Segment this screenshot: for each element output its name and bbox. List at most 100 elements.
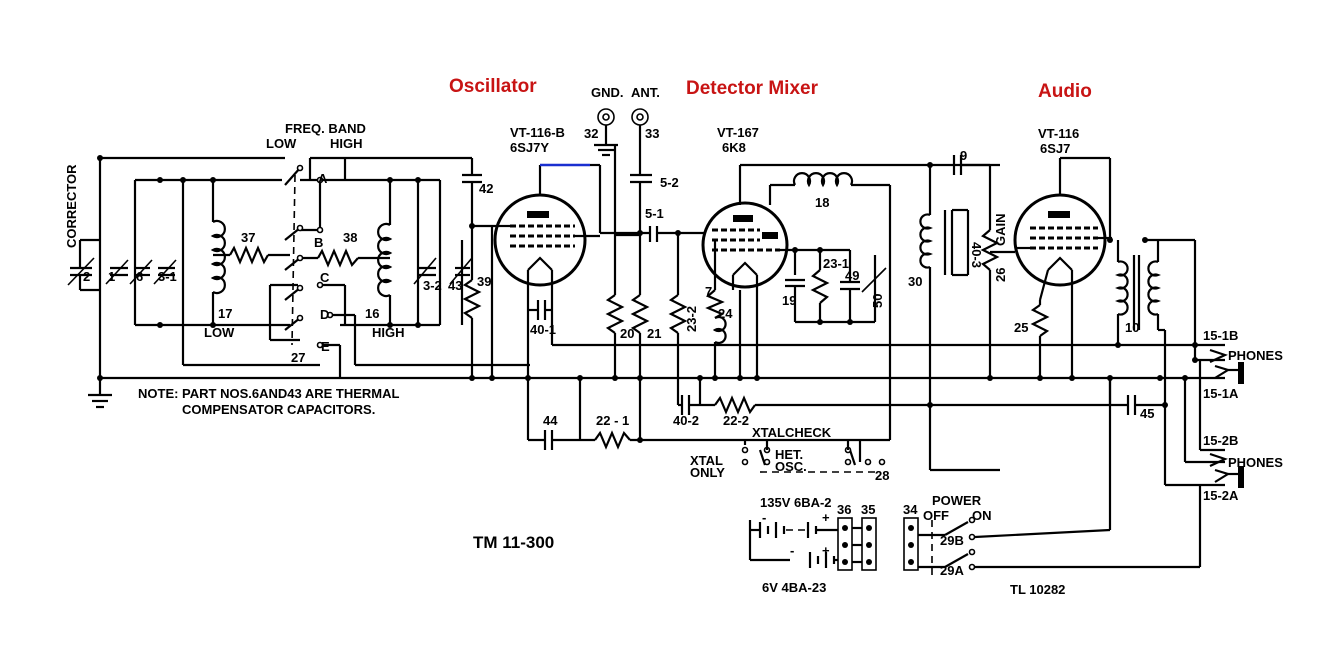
- part-number-labels: 2 1 6 3-1 37 38 3-2 43 17 16 27 42 39 40…: [83, 148, 1154, 483]
- audio-coupling: [919, 155, 1015, 472]
- battery-plus-1: +: [822, 510, 830, 525]
- switch-pos-b: B: [314, 235, 323, 250]
- gnd-number: 32: [584, 126, 598, 141]
- part-l16: 16: [365, 306, 379, 321]
- xtal-only-label-1: XTAL: [690, 453, 723, 468]
- het-osc-label-2: OSC.: [775, 459, 807, 474]
- audio-tube-type: VT-116: [1038, 126, 1079, 141]
- part-r23-2: 23-2: [684, 306, 699, 332]
- terminal-35-label: 35: [861, 502, 875, 517]
- part-c5-1: 5-1: [645, 206, 664, 221]
- xtal-check-label: XTALCHECK: [752, 425, 832, 440]
- ground-bus: [88, 158, 1195, 409]
- oscillator-feedback: [528, 378, 890, 450]
- part-l18: 18: [815, 195, 829, 210]
- part-l38: 38: [343, 230, 357, 245]
- power-switch[interactable]: [903, 485, 1202, 575]
- battery-minus-1: -: [762, 510, 766, 525]
- terminal-labels: GND. ANT. 32 33: [584, 85, 660, 141]
- part-c3-1: 3-1: [158, 269, 177, 284]
- part-r26: 26: [993, 268, 1008, 282]
- note-text: NOTE: PART NOS.6AND43 ARE THERMAL COMPEN…: [138, 386, 400, 417]
- switch-pos-a: A: [318, 171, 328, 186]
- battery-minus-2: -: [790, 543, 794, 558]
- mixer-tube-type: VT-167: [717, 125, 759, 140]
- freq-band-label: FREQ. BAND: [285, 121, 366, 136]
- part-l37: 37: [241, 230, 255, 245]
- switch-pos-d: D: [320, 307, 329, 322]
- ant-label: ANT.: [631, 85, 660, 100]
- part-c43: 43: [448, 278, 462, 293]
- battery-labels: 135V 6BA-2 6V 4BA-23 + - + - 36 35: [760, 495, 875, 595]
- power-on-label: ON: [972, 508, 992, 523]
- power-labels: POWER OFF ON 34 29B 29A: [903, 493, 992, 578]
- part-t10: 10: [1125, 320, 1139, 335]
- part-c50: 50: [870, 294, 885, 308]
- part-c9: 9: [960, 148, 967, 163]
- part-r25: 25: [1014, 320, 1028, 335]
- switch-pos-c: C: [320, 270, 330, 285]
- jack-15-2b: 15-2B: [1203, 433, 1238, 448]
- jack-15-1b: 15-1B: [1203, 328, 1238, 343]
- phones-label-1: PHONES: [1228, 348, 1283, 363]
- tube-labels: VT-116-B 6SJ7Y VT-167 6K8 VT-116 6SJ7: [510, 125, 1079, 156]
- switch-labels: FREQ. BAND LOW HIGH A B C D E LOW HIGH: [204, 121, 405, 354]
- part-c19: 19: [782, 293, 796, 308]
- part-c3-2: 3-2: [423, 278, 442, 293]
- part-c45: 45: [1140, 406, 1154, 421]
- jack-15-2a: 15-2A: [1203, 488, 1239, 503]
- audio-tube: [1013, 156, 1112, 378]
- part-c6: 6: [136, 269, 143, 284]
- part-r7: 7: [705, 284, 712, 299]
- part-s28: 28: [875, 468, 889, 483]
- audio-title: Audio: [1038, 81, 1092, 102]
- part-s27: 27: [291, 350, 305, 365]
- part-r22-1: 22 - 1: [596, 413, 629, 428]
- trimmer-capacitors: [67, 180, 473, 325]
- gain-label: GAIN: [993, 214, 1008, 247]
- antenna-ground-terminals[interactable]: [594, 108, 652, 295]
- part-c42: 42: [479, 181, 493, 196]
- phones-label-2: PHONES: [1228, 455, 1283, 470]
- part-c40-1: 40-1: [530, 322, 556, 337]
- oscillator-title: Oscillator: [449, 76, 537, 97]
- terminal-34-label: 34: [903, 502, 918, 517]
- part-t30: 30: [908, 274, 922, 289]
- audio-tube-sub: 6SJ7: [1040, 141, 1070, 156]
- xtal-labels: XTALCHECK XTAL ONLY HET. OSC.: [690, 425, 832, 480]
- power-off-label: OFF: [923, 508, 949, 523]
- part-c1: 1: [108, 269, 115, 284]
- corrector-label: CORRECTOR: [64, 164, 79, 248]
- battery-pack: [748, 517, 877, 571]
- part-r22-2: 22-2: [723, 413, 749, 428]
- terminal-36-label: 36: [837, 502, 851, 517]
- drawing-id: TL 10282: [1010, 582, 1065, 597]
- ant-number: 33: [645, 126, 659, 141]
- note-line-1: NOTE: PART NOS.6AND43 ARE THERMAL: [138, 386, 400, 401]
- xtal-check-switch[interactable]: [741, 440, 886, 473]
- part-r24: 24: [718, 306, 733, 321]
- battery-plus-2: +: [822, 543, 830, 558]
- part-c49: 49: [845, 268, 859, 283]
- part-l17: 17: [218, 306, 232, 321]
- document-id: TM 11-300: [473, 533, 554, 552]
- part-c44: 44: [543, 413, 558, 428]
- coil-low-label: LOW: [204, 325, 235, 340]
- band-switch[interactable]: [284, 164, 334, 349]
- mixer-tube: [701, 163, 1000, 440]
- switch-29b-label: 29B: [940, 533, 964, 548]
- part-c40-3: 40-3: [969, 242, 984, 268]
- switch-29a-label: 29A: [940, 563, 964, 578]
- switch-pos-e: E: [321, 339, 330, 354]
- part-r21: 21: [647, 326, 661, 341]
- osc-tube-sub: 6SJ7Y: [510, 140, 549, 155]
- part-c40-2: 40-2: [673, 413, 699, 428]
- part-c2: 2: [83, 269, 90, 284]
- phones-jack-2[interactable]: [1165, 360, 1244, 488]
- part-r23-1: 23-1: [823, 256, 849, 271]
- b-battery-label: 135V 6BA-2: [760, 495, 832, 510]
- oscillator-wiring: [462, 163, 1195, 378]
- power-label: POWER: [932, 493, 982, 508]
- part-r20: 20: [620, 326, 634, 341]
